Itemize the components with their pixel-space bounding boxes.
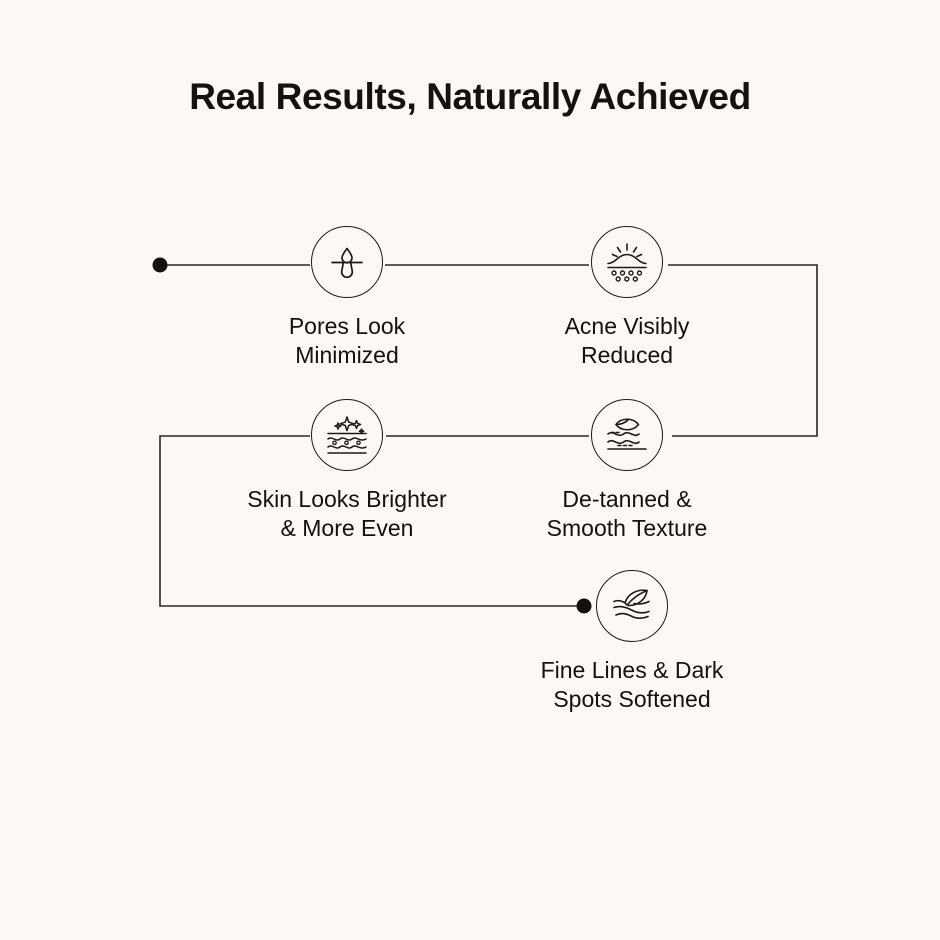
connector-brighter-to-finelines xyxy=(159,435,584,607)
flow-node-detanned[interactable]: De-tanned & Smooth Texture xyxy=(497,399,757,543)
flow-node-label: Acne Visibly Reduced xyxy=(564,313,690,368)
leaf-fine-lines-icon xyxy=(613,589,650,620)
flow-node-pores[interactable]: Pores Look Minimized xyxy=(217,226,477,370)
end-dot xyxy=(576,598,592,614)
page-title: Real Results, Naturally Achieved xyxy=(189,76,751,117)
acne-bump-icon xyxy=(607,243,647,282)
pore-droplet-icon xyxy=(331,247,363,279)
flow-node-brighter[interactable]: Skin Looks Brighter & More Even xyxy=(217,399,477,543)
flow-node-label: De-tanned & Smooth Texture xyxy=(546,486,708,541)
connector-acne-to-detanned xyxy=(668,264,818,437)
flow-node-label: Skin Looks Brighter & More Even xyxy=(247,486,447,541)
icon-circle-finelines xyxy=(596,570,668,642)
start-dot xyxy=(152,257,168,273)
flow-node-label: Pores Look Minimized xyxy=(288,313,406,368)
leaf-waves-icon xyxy=(607,418,647,450)
icon-circle-brighter xyxy=(311,399,383,471)
sparkle-skin-layers-icon xyxy=(327,416,367,454)
icon-circle-acne xyxy=(591,226,663,298)
flow-node-label: Fine Lines & Dark Spots Softened xyxy=(540,657,724,712)
flow-node-acne[interactable]: Acne Visibly Reduced xyxy=(497,226,757,370)
icon-circle-pores xyxy=(311,226,383,298)
icon-circle-detanned xyxy=(591,399,663,471)
flow-node-finelines[interactable]: Fine Lines & Dark Spots Softened xyxy=(502,570,762,714)
